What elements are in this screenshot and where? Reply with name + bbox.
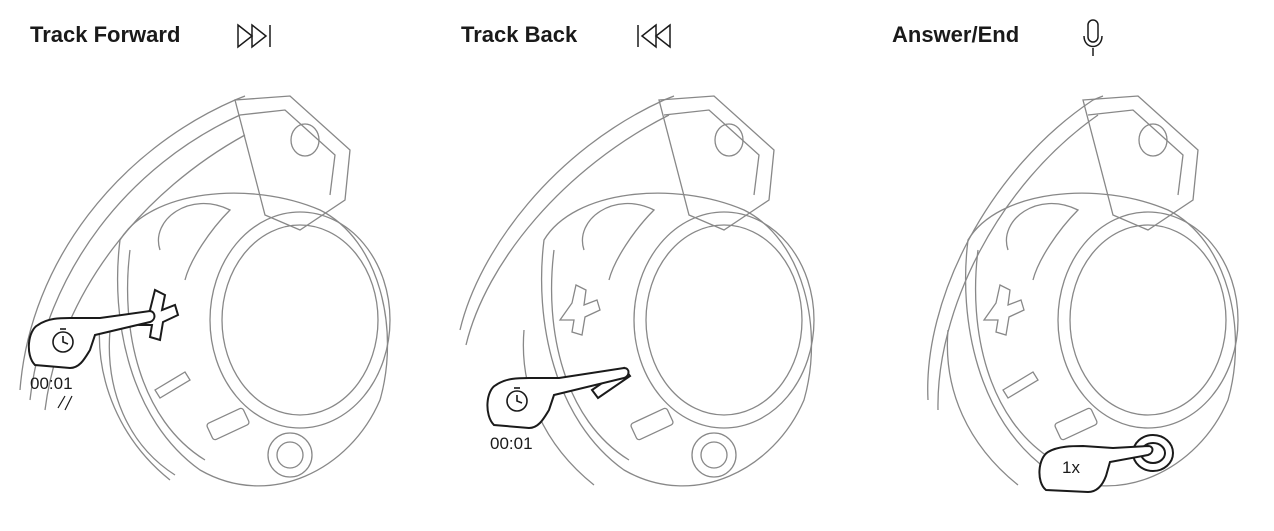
press-count-label: 1x — [1062, 458, 1080, 477]
headphone-illustration — [459, 95, 815, 487]
plus-button[interactable] — [138, 288, 180, 342]
stopwatch-icon — [506, 387, 528, 412]
panel-track-forward: Track Forward 00:01 — [0, 0, 424, 531]
pointing-hand — [486, 366, 630, 430]
panel-track-back: Track Back 00:01 — [424, 0, 848, 531]
panel-title: Track Back — [461, 22, 578, 47]
panel-title: Answer/End — [892, 22, 1020, 47]
pointing-hand — [27, 309, 156, 370]
track-forward-icon — [236, 22, 276, 55]
panel-title: Track Forward — [30, 22, 181, 47]
hold-duration-label: 00:01 — [490, 434, 533, 453]
track-back-icon — [634, 22, 674, 55]
headphone-illustration — [927, 95, 1239, 494]
headphone-illustration — [19, 95, 391, 487]
pointing-hand — [1038, 444, 1154, 494]
microphone-icon — [1082, 18, 1104, 63]
stopwatch-icon — [52, 328, 74, 353]
hold-duration-label: 00:01 — [30, 374, 73, 393]
panel-answer-end: Answer/End 1x — [848, 0, 1272, 531]
